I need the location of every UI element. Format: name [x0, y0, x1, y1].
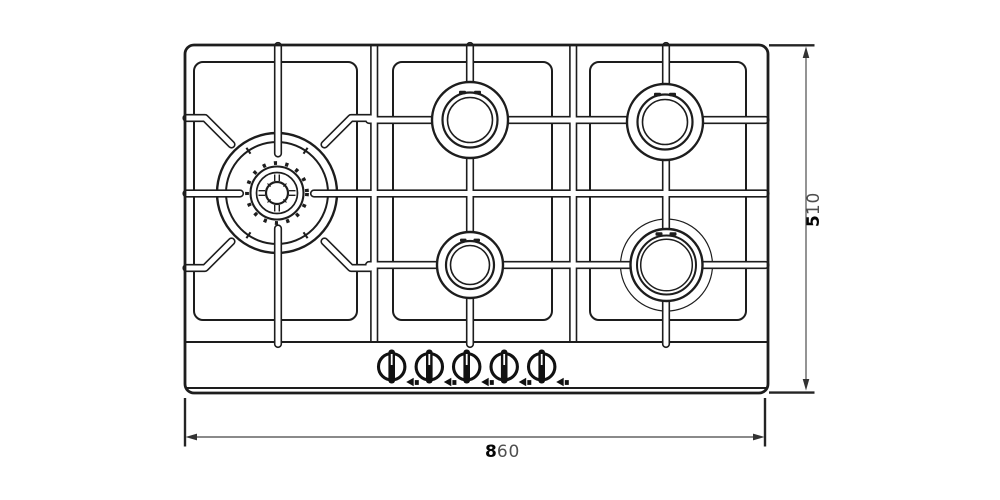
igniter-tick: [655, 232, 663, 236]
dimension-width-label: 860: [485, 442, 520, 462]
burner-cap-outer: [441, 91, 499, 149]
hob-body-outline: [183, 43, 770, 395]
burner-cap-inner: [639, 238, 694, 292]
knob-handle: [538, 349, 545, 384]
arrow-down-icon: [802, 379, 810, 391]
knob-handle-slit: [390, 354, 393, 365]
wok-flame-crown-notches: [245, 161, 309, 225]
knob-1: [376, 349, 419, 387]
burner-bottom-middle: [435, 230, 505, 300]
dimension-height: 510: [769, 44, 824, 394]
flame-min-icon: [556, 377, 569, 387]
knob-handle-slit: [540, 354, 543, 365]
control-knobs: [376, 349, 569, 387]
burner-cap-inner: [446, 96, 494, 144]
dimension-width: 860: [183, 398, 767, 462]
igniter-tick: [460, 238, 467, 242]
knob-ring: [526, 351, 557, 382]
flame-min-icon: [481, 377, 494, 387]
knob-ring: [414, 351, 445, 382]
wok-crown-inner: [255, 171, 299, 215]
wok-hub: [264, 180, 290, 206]
burner-bottom-right: [629, 227, 704, 303]
knob-ring: [489, 351, 519, 382]
flame-min-icon: [443, 377, 457, 387]
knob-3: [451, 349, 494, 387]
flame-min-icon: [406, 377, 419, 387]
arrow-right-icon: [753, 433, 765, 441]
knob-4: [489, 349, 532, 387]
burner-cap-inner: [449, 244, 491, 286]
burner-cap-inner: [641, 98, 689, 146]
burner-top-middle: [430, 80, 510, 160]
wok-hub-notches: [267, 183, 287, 203]
burner-cap-outer: [636, 93, 694, 151]
knob-handle: [388, 349, 395, 384]
control-strip-lines: [186, 340, 767, 390]
thermocouple-tick: [669, 232, 677, 236]
flame-min-icon: [518, 377, 532, 387]
arrow-up-icon: [802, 46, 810, 58]
burner-cap-outer: [444, 239, 496, 291]
burner-wok-left: [245, 147, 309, 239]
knob-handle: [500, 349, 508, 384]
knob-handle-slit: [428, 354, 431, 365]
wok-port-ticks: [245, 147, 309, 239]
knob-handle-slit: [465, 354, 468, 365]
burner-cap-outer: [636, 234, 697, 296]
dimension-height-label: 510: [804, 192, 824, 227]
knob-handle-slit: [503, 354, 506, 365]
burner-top-right: [625, 82, 705, 162]
knob-2: [414, 349, 457, 387]
wok-crown-outer: [249, 165, 305, 221]
knob-handle: [463, 349, 470, 384]
knob-handle: [426, 349, 433, 384]
knob-5: [526, 349, 569, 387]
arrow-left-icon: [185, 433, 197, 441]
igniter-tick: [459, 90, 466, 95]
igniter-tick: [654, 92, 661, 97]
pan-support-bars-infill: [184, 43, 768, 347]
knob-ring: [376, 351, 407, 382]
thermocouple-tick: [474, 90, 481, 95]
thermocouple-tick: [669, 92, 676, 97]
pan-supports-infill: [184, 43, 768, 347]
thermocouple-tick: [473, 238, 480, 242]
wok-spokes: [258, 174, 296, 212]
knob-ring: [451, 351, 482, 382]
